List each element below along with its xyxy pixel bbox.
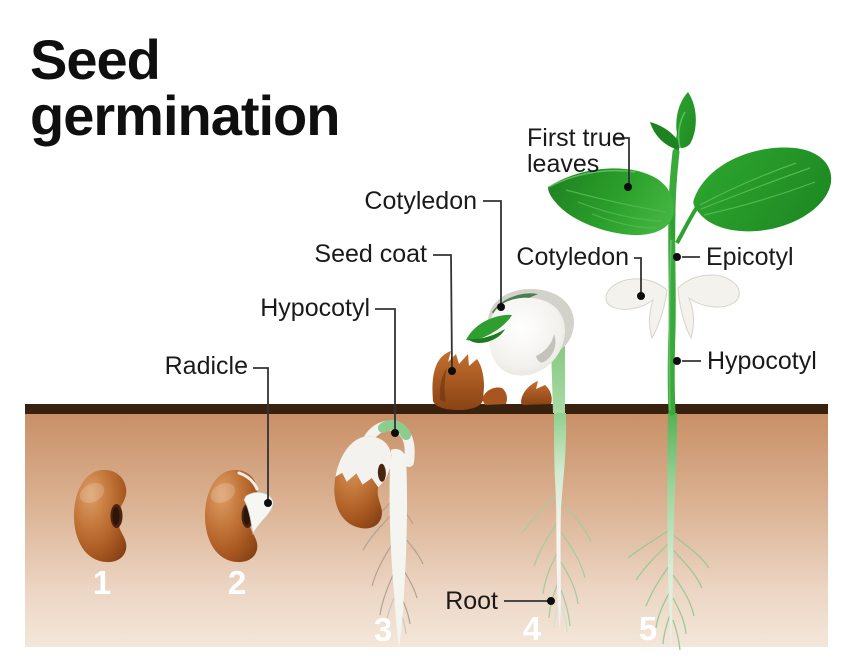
title: Seed germination — [30, 28, 340, 147]
leader-line-cotyledon-stage4 — [483, 200, 502, 306]
stage-4-root — [554, 413, 567, 632]
leader-line-seed-coat — [433, 254, 453, 371]
callouts: Radicle Hypocotyl Seed coat Cotyledon Fi… — [165, 124, 817, 615]
anchor-dot-hypocotyl-stage3 — [391, 429, 399, 437]
leader-line-first-true-leaves — [614, 137, 630, 185]
anchor-dot-first-true-leaves — [624, 183, 632, 191]
label-first-true-leaves-line1: First true — [527, 124, 626, 152]
seed-coat-shell-large — [432, 351, 484, 410]
stage-5-left-leaf — [548, 168, 674, 236]
label-hypocotyl-stage5: Hypocotyl — [707, 347, 817, 375]
stage-5-young-plant — [548, 92, 832, 651]
label-root: Root — [445, 587, 498, 615]
stage-number-2: 2 — [228, 564, 246, 601]
stage-5-shoot-leaflet-left — [650, 122, 679, 150]
stage-5-cotyledon-right — [677, 274, 740, 340]
leader-line-radicle — [253, 367, 269, 502]
anchor-dot-seed-coat — [448, 367, 456, 375]
seed-coat-piece-mid — [521, 381, 552, 405]
soil — [25, 414, 828, 647]
title-line-2: germination — [30, 84, 339, 147]
leader-line-hypocotyl-stage3 — [375, 308, 396, 432]
stage-number-5: 5 — [639, 610, 657, 647]
shed-seed-coat-pieces — [432, 351, 552, 410]
stage-number-3: 3 — [374, 611, 392, 648]
anchor-dot-cotyledon-stage4 — [497, 303, 505, 311]
seed-coat-piece-small — [482, 387, 507, 405]
label-seed-coat: Seed coat — [314, 240, 427, 268]
stage-4-cotyledon-notch — [536, 334, 556, 363]
stage-numbers: 1 2 3 4 5 — [93, 564, 657, 648]
stage-4-first-leaf — [466, 314, 512, 341]
stage-5-right-leaf — [693, 147, 832, 232]
stage-5-stem-highlight — [668, 239, 672, 411]
stage-number-1: 1 — [93, 564, 111, 601]
anchor-dot-epicotyl — [673, 253, 681, 261]
title-line-1: Seed — [30, 28, 160, 91]
stage-5-left-leaf-petiole — [670, 214, 675, 240]
soil-surface-line — [25, 404, 828, 414]
seed-coat-shell-inner-shadow — [439, 368, 447, 402]
stage-number-4: 4 — [523, 610, 542, 647]
anchor-dot-hypocotyl-stage5 — [673, 357, 681, 365]
stage-5-cotyledon-left — [605, 278, 668, 340]
exposed-cotyledon-white-cap — [335, 436, 392, 488]
label-hypocotyl-stage3: Hypocotyl — [260, 294, 370, 322]
anchor-dot-root — [547, 597, 555, 605]
stage-5-shoot-leaflet-right — [676, 92, 696, 148]
anchor-dot-cotyledon-stage5 — [637, 292, 645, 300]
label-epicotyl: Epicotyl — [706, 243, 794, 271]
label-first-true-leaves-line2: leaves — [527, 150, 599, 178]
label-radicle: Radicle — [165, 352, 248, 380]
stage-4-stem — [551, 346, 565, 413]
stage-3-seed — [334, 436, 392, 529]
stage-3-primary-root — [389, 448, 408, 648]
stage-5-shoot-fold — [677, 111, 686, 149]
leader-line-cotyledon-stage5 — [634, 257, 642, 295]
anchor-dot-radicle — [264, 499, 272, 507]
label-cotyledon-stage5: Cotyledon — [516, 243, 629, 271]
stage-5-root — [667, 413, 677, 650]
stage-3-germinating-seed — [334, 419, 424, 648]
seed-coat-crack — [237, 471, 259, 491]
stage-4-seedling — [432, 288, 592, 633]
stage-5-right-leaf-veins — [699, 162, 816, 216]
stage-5-left-leaf-veins — [548, 169, 667, 229]
label-cotyledon-stage4: Cotyledon — [364, 187, 477, 215]
stage-4-first-leaf-under — [468, 329, 505, 343]
stage-5-stem — [667, 148, 680, 416]
stage-5-right-leaf-petiole — [675, 205, 699, 244]
